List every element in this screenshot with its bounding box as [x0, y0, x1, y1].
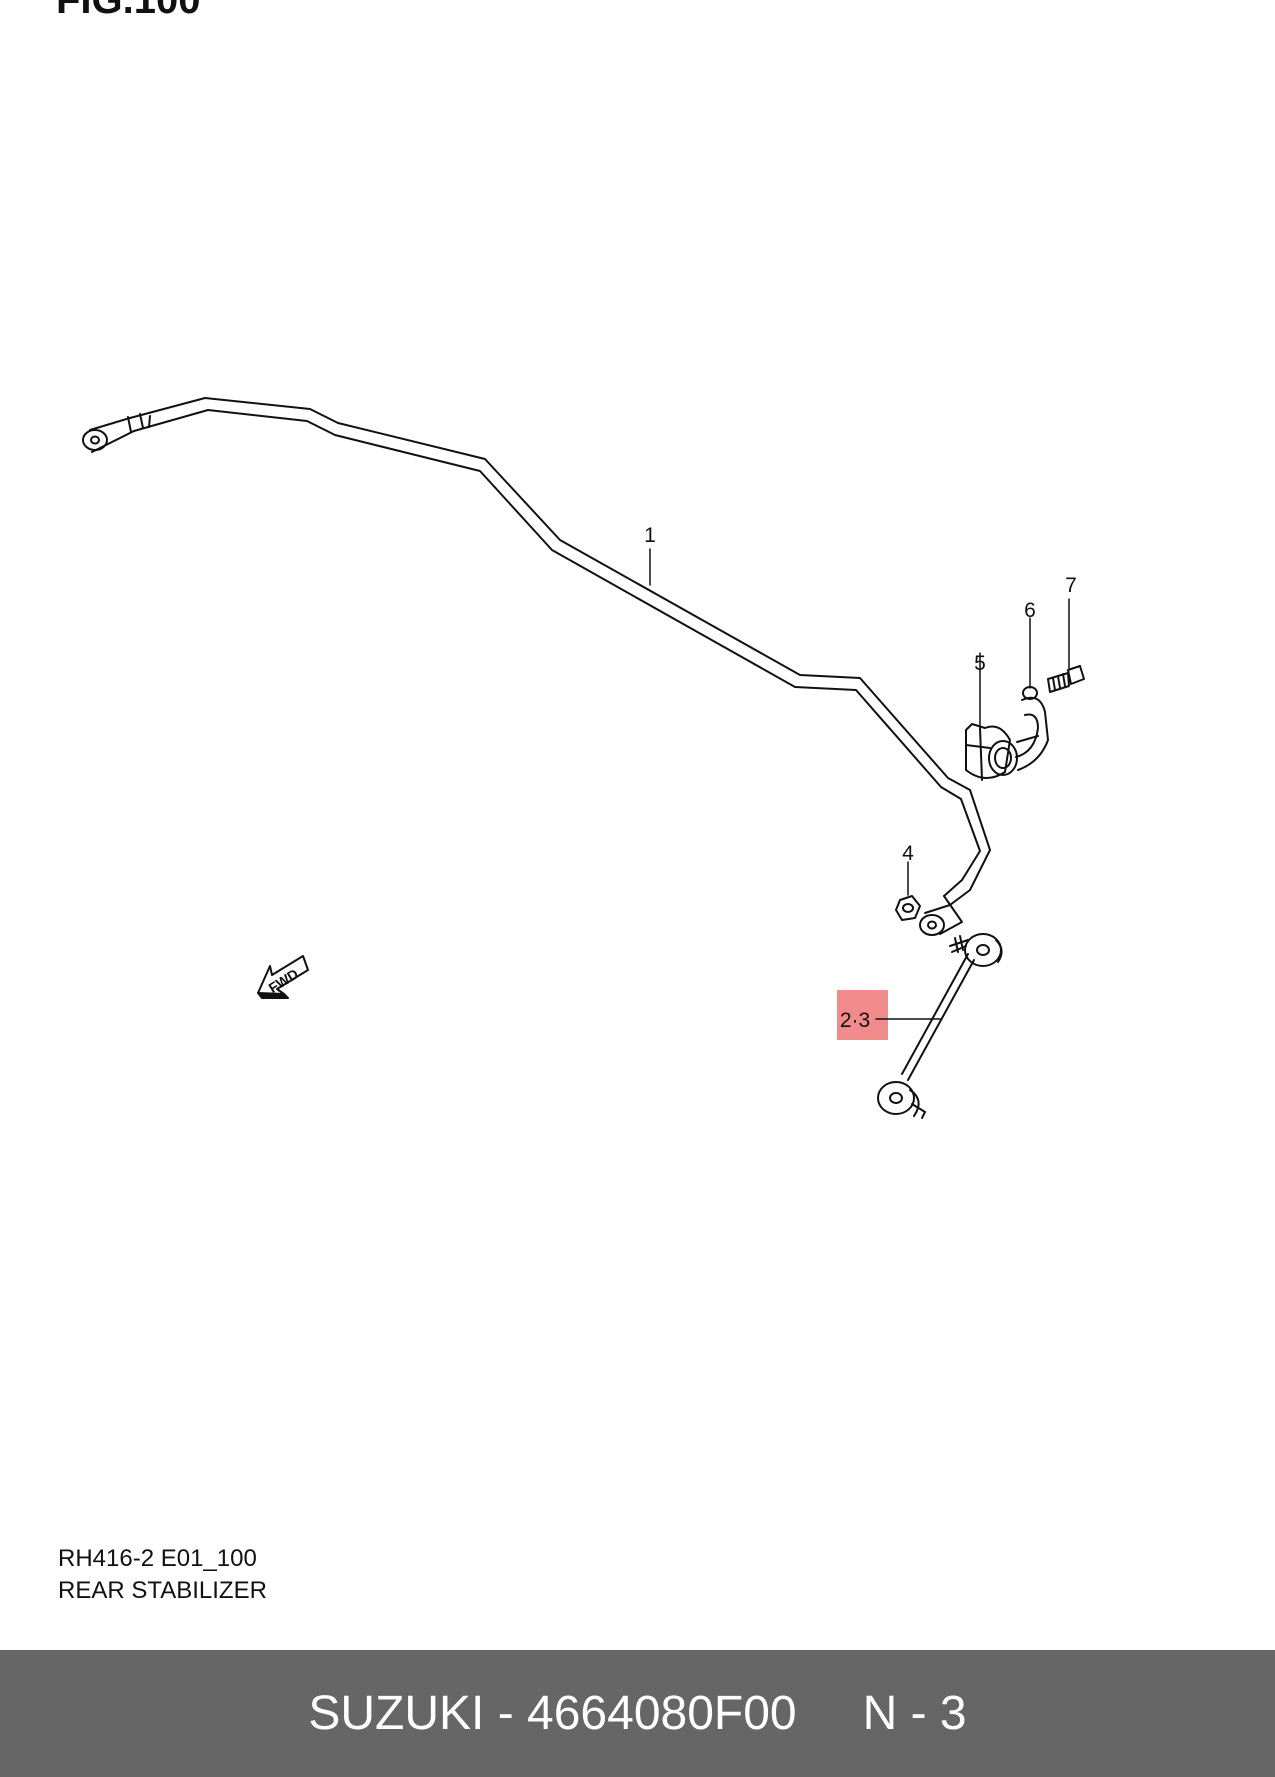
highlight-box — [837, 990, 888, 1040]
callout-6: 6 — [1024, 599, 1036, 622]
leader-lines — [649, 548, 1070, 1020]
footer-bar: SUZUKI - 4664080F00 N - 3 — [0, 1650, 1275, 1777]
nut — [895, 895, 921, 921]
forward-arrow-icon — [257, 955, 309, 999]
rear-stabilizer-diagram: FWD 1 5 6 7 4 2·3 — [82, 397, 1085, 1119]
bushing — [965, 723, 1018, 781]
brand-part-number: SUZUKI - 4664080F00 — [308, 1687, 797, 1740]
callout-5: 5 — [974, 652, 986, 675]
stabilizer-link — [877, 933, 1003, 1119]
drawing-name: REAR STABILIZER — [58, 1577, 267, 1604]
callout-1: 1 — [644, 524, 656, 547]
drawing-code: RH416-2 E01_100 — [58, 1545, 257, 1572]
callout-7: 7 — [1065, 574, 1077, 597]
stabilizer-bar — [82, 397, 991, 936]
bolt — [1047, 665, 1085, 693]
figure-title: FIG.100 — [56, 0, 201, 22]
callout-2-3: 2·3 — [840, 1009, 870, 1032]
callout-4: 4 — [902, 842, 914, 865]
quantity-label: N - 3 — [862, 1687, 967, 1740]
bracket — [1015, 686, 1049, 771]
